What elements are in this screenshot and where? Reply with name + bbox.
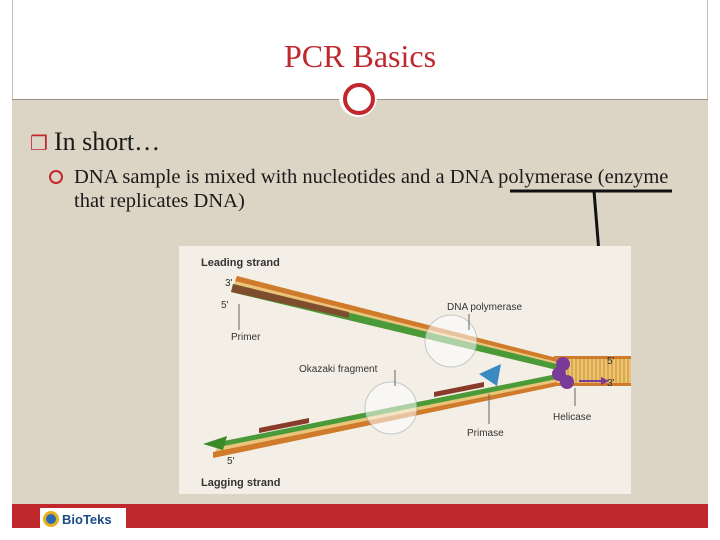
label-helicase: Helicase [553,412,592,423]
label-dna-polymerase: DNA polymerase [447,302,522,313]
dna-replication-diagram: Leading strand 3' 5' Primer DNA polymera… [179,246,631,494]
dna-replication-figure: Leading strand 3' 5' Primer DNA polymera… [179,246,631,494]
label-leading-strand: Leading strand [201,257,280,269]
polymerase-circle-bottom [365,382,417,434]
label-3prime-right: 3' [607,378,615,389]
logo-text: BioTeks [62,512,112,527]
label-5prime-bottom: 5' [227,456,235,467]
leading-arm [231,276,557,370]
label-primase: Primase [467,428,504,439]
label-okazaki-fragment: Okazaki fragment [299,364,378,375]
label-lagging-strand: Lagging strand [201,477,280,489]
label-primer: Primer [231,332,261,343]
label-3prime-top: 3' [225,278,233,289]
label-5prime-top: 5' [221,300,229,311]
label-5prime-right: 5' [607,356,615,367]
biotek-logo: BioTeks [40,508,126,530]
